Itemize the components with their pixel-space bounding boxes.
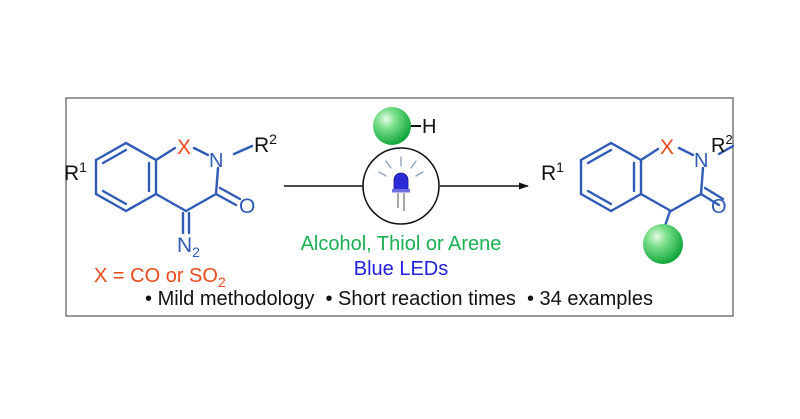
- sm-x-atom: X: [177, 136, 191, 159]
- product-r1-label: R1: [541, 159, 564, 185]
- conditions-line2: Blue LEDs: [354, 258, 449, 280]
- green-sphere-icon: [373, 107, 411, 145]
- sm-o-atom: O: [239, 195, 255, 218]
- product-r2-label: R2: [711, 132, 733, 157]
- highlights-line: • Mild methodology • Short reaction time…: [145, 288, 653, 310]
- product-x-atom: X: [660, 136, 674, 159]
- sm-n2-group: N2: [177, 234, 200, 260]
- starting-material-structure: [94, 141, 254, 235]
- conditions-line1: Alcohol, Thiol or Arene: [301, 233, 502, 255]
- product-structure: [579, 141, 735, 228]
- reagent-h-atom: H: [422, 116, 436, 138]
- sm-r1-label: R1: [64, 159, 87, 185]
- product-n-atom: N: [694, 150, 708, 172]
- green-sphere-icon: [643, 224, 683, 264]
- sm-r2-label: R2: [254, 131, 277, 157]
- sm-n-atom: N: [209, 150, 223, 172]
- blue-led-icon: [378, 156, 424, 211]
- x-definition: X = CO or SO2: [94, 265, 226, 290]
- product-o-atom: O: [711, 196, 727, 218]
